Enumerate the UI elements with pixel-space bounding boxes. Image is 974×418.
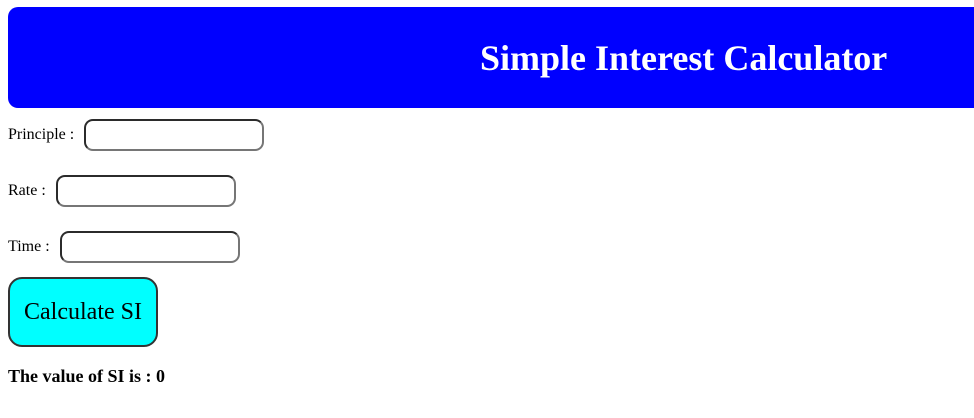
rate-row: Rate : <box>8 175 236 207</box>
principle-label: Principle : <box>8 126 75 143</box>
time-row: Time : <box>8 231 240 263</box>
rate-label: Rate : <box>8 182 46 199</box>
result-value: 0 <box>156 366 166 386</box>
result-prefix: The value of SI is : <box>8 366 157 386</box>
time-label: Time : <box>8 238 50 255</box>
principle-input[interactable] <box>84 119 265 151</box>
calculate-si-button[interactable]: Calculate SI <box>8 277 158 347</box>
principle-row: Principle : <box>8 119 265 151</box>
result-text: The value of SI is : 0 <box>8 365 165 387</box>
header-banner: Simple Interest Calculator <box>8 7 974 108</box>
time-input[interactable] <box>59 231 240 263</box>
rate-input[interactable] <box>55 175 236 207</box>
page-title: Simple Interest Calculator <box>480 38 888 78</box>
